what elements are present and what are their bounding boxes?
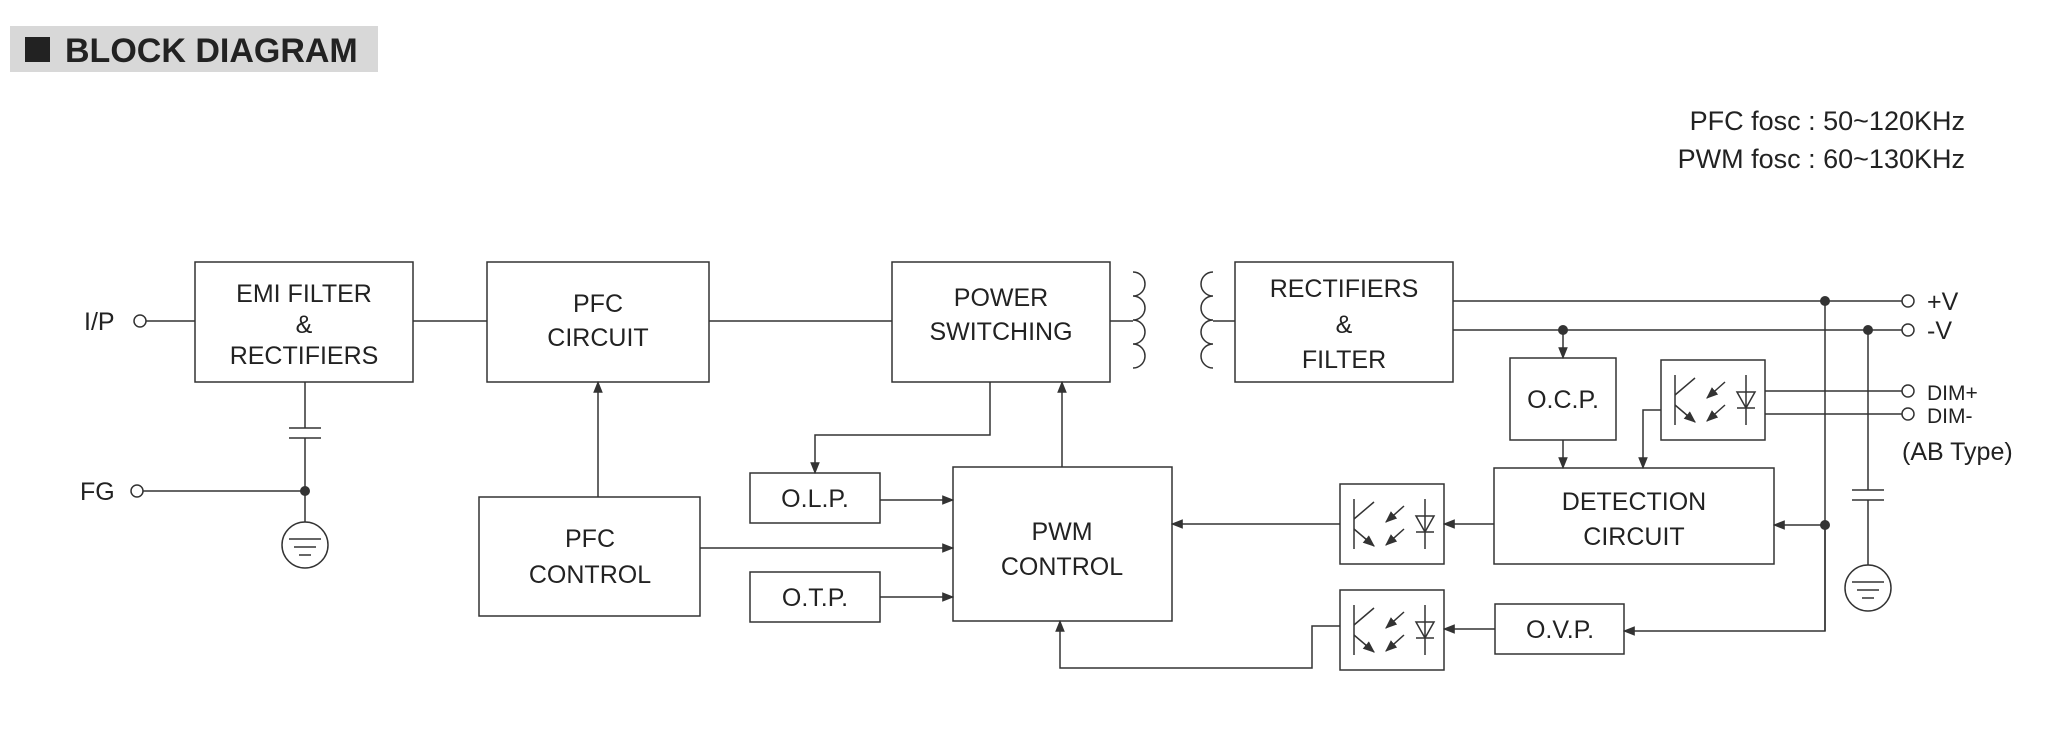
dimplus-label: DIM+ (1927, 382, 1978, 405)
rectifiers-filter-block (1234, 261, 1454, 383)
vminus-terminal-circle (1901, 323, 1915, 337)
dimminus-label: DIM- (1927, 405, 1973, 428)
pwm-control-label-2: CONTROL (1001, 553, 1123, 581)
fg-terminal-circle (130, 484, 144, 498)
fg-label: FG (80, 478, 115, 506)
rectifiers-filter-label-2: & (1336, 311, 1353, 339)
optocoupler-ovp (1339, 589, 1445, 671)
detection-label-2: CIRCUIT (1583, 523, 1684, 551)
power-switching-label-1: POWER (954, 284, 1048, 312)
pfc-fosc-spec: PFC fosc : 50~120KHz (1690, 106, 1965, 136)
section-header: BLOCK DIAGRAM (10, 26, 378, 72)
pwm-control-label-1: PWM (1031, 518, 1092, 546)
power-switching-label-2: SWITCHING (929, 318, 1072, 346)
ip-label: I/P (84, 308, 115, 336)
junction-dot (1863, 325, 1873, 335)
optocoupler-ovp-icon (1353, 605, 1436, 655)
emi-filter-block (194, 261, 414, 383)
transformer-icon (1132, 271, 1214, 369)
dimplus-terminal-circle (1901, 384, 1915, 398)
pfc-control-label-1: PFC (565, 525, 615, 553)
emi-filter-label-3: RECTIFIERS (230, 342, 379, 370)
rectifiers-filter-label-1: RECTIFIERS (1270, 275, 1419, 303)
vplus-label: +V (1927, 288, 1959, 316)
ocp-label: O.C.P. (1527, 386, 1599, 414)
emi-filter-label-1: EMI FILTER (236, 280, 372, 308)
emi-filter-label-2: & (296, 311, 313, 339)
pfc-circuit-label-1: PFC (573, 290, 623, 318)
detection-label-1: DETECTION (1562, 488, 1706, 516)
junction-dot (300, 486, 310, 496)
vplus-terminal-circle (1901, 294, 1915, 308)
pfc-circuit-block (486, 261, 710, 383)
header-title: BLOCK DIAGRAM (65, 32, 358, 70)
optocoupler-detection (1339, 483, 1445, 565)
fg-ground-icon (281, 521, 329, 569)
optocoupler-dim (1660, 359, 1766, 441)
header-bar (10, 26, 378, 72)
rectifiers-filter-label-3: FILTER (1302, 346, 1386, 374)
pfc-control-block (478, 496, 701, 617)
optocoupler-dim-icon (1674, 375, 1757, 425)
junction-dot (1558, 325, 1568, 335)
pfc-control-label-2: CONTROL (529, 561, 651, 589)
ovp-label: O.V.P. (1526, 616, 1594, 644)
pwm-fosc-spec: PWM fosc : 60~130KHz (1678, 144, 1965, 174)
ip-terminal-circle (133, 314, 147, 328)
olp-label: O.L.P. (781, 485, 849, 513)
junction-dots (300, 296, 1873, 530)
pfc-circuit-label-2: CIRCUIT (547, 324, 648, 352)
power-switching-block (891, 261, 1111, 383)
ab-type-label: (AB Type) (1902, 438, 2013, 466)
vminus-label: -V (1927, 317, 1952, 345)
header-square-icon (25, 37, 50, 62)
dimminus-terminal-circle (1901, 407, 1915, 421)
optocoupler-detection-icon (1353, 499, 1436, 549)
junction-dot (1820, 520, 1830, 530)
junction-dot (1820, 296, 1830, 306)
detection-circuit-block (1493, 467, 1775, 565)
otp-label: O.T.P. (782, 584, 848, 612)
output-ground-icon (1844, 564, 1892, 612)
